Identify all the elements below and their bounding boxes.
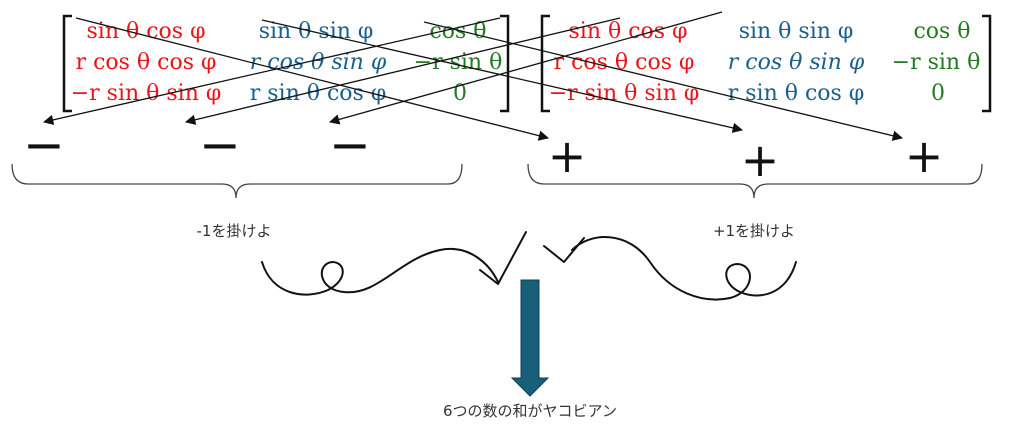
right-cell-r1c3: cos θ [913, 19, 970, 44]
right-cell-r3c2: r sin θ cos φ [728, 81, 865, 106]
anti-diagonal-arrow-1 [42, 17, 501, 125]
anti-diagonal-arrow-2 [184, 17, 621, 125]
left-cell-r2c1: r cos θ cos φ [76, 50, 217, 75]
plus-signs: + + + [548, 129, 944, 187]
right-cell-r2c3: −r sin θ [892, 50, 981, 75]
main-diagonal-arrow-3 [423, 21, 904, 141]
left-brace [11, 163, 463, 199]
minus-signs: − − − [23, 116, 371, 174]
right-cell-r2c2: r cos θ sin φ [728, 50, 865, 75]
right-matrix-left-bracket [540, 14, 550, 113]
plus-sign-2: + [741, 133, 780, 187]
result-down-arrow [510, 279, 550, 397]
main-diagonal-arrow-1 [75, 17, 550, 141]
right-matrix-right-bracket [982, 14, 992, 113]
jacobian-sum-label: 6つの数の和がヤコビアン [443, 402, 617, 420]
right-brace [527, 163, 983, 199]
anti-diagonal-arrow-3 [328, 11, 723, 125]
right-cell-r3c3: 0 [931, 81, 945, 106]
left-matrix-right-bracket [500, 14, 510, 113]
anti-diagonal-arrows [42, 11, 723, 125]
minus-sign-1: − [23, 116, 65, 174]
right-squiggle-arrowhead [543, 237, 585, 263]
squiggle-arrows [261, 231, 797, 301]
right-squiggle-arrow [571, 236, 797, 301]
left-cell-r1c1: sin θ cos φ [87, 19, 206, 44]
right-multiply-label: +1を掛けよ [713, 222, 795, 240]
left-cell-r2c3: −r sin θ [414, 50, 503, 75]
left-multiply-label: -1を掛けよ [197, 222, 272, 240]
plus-sign-1: + [548, 129, 587, 183]
minus-sign-2: − [199, 116, 241, 174]
right-cell-r1c1: sin θ cos φ [569, 19, 688, 44]
left-matrix-left-bracket [62, 14, 72, 113]
right-cell-r1c2: sin θ sin φ [739, 19, 854, 44]
main-diagonal-arrow-2 [261, 19, 744, 133]
left-matrix: sin θ cos φ sin θ sin φ cos θ r cos θ co… [62, 14, 510, 113]
left-squiggle-arrow [261, 247, 499, 296]
main-diagonal-arrows [75, 17, 904, 141]
right-cell-r3c1: −r sin θ sin φ [549, 81, 700, 106]
plus-sign-3: + [905, 129, 944, 183]
left-cell-r2c2: r cos θ sin φ [250, 50, 387, 75]
right-matrix: sin θ cos φ sin θ sin φ cos θ r cos θ co… [540, 14, 992, 113]
left-squiggle-arrowhead [479, 231, 527, 285]
left-cell-r3c3: 0 [453, 81, 467, 106]
left-cell-r3c1: −r sin θ sin φ [71, 81, 222, 106]
minus-sign-3: − [329, 116, 371, 174]
